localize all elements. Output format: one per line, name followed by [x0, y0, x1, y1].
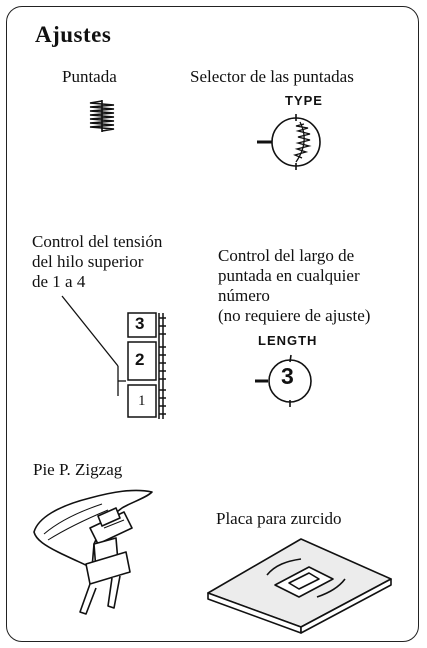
darning-plate-label: Placa para zurcido	[216, 509, 342, 528]
tension-label-line-1: Control del tensión	[32, 232, 163, 251]
dial-stitch-pattern-icon	[293, 121, 312, 163]
length-label-line-3: número	[218, 286, 270, 305]
tension-value-3: 3	[135, 314, 145, 333]
darning-plate-illustration	[207, 538, 392, 634]
length-dial[interactable]	[252, 352, 324, 410]
zigzag-stitch-icon	[89, 100, 115, 132]
length-label-line-2: puntada en cualquier	[218, 266, 360, 285]
tension-value-2: 2	[135, 350, 145, 369]
tension-pointer-line	[61, 295, 126, 396]
length-label-line-1: Control del largo de	[218, 246, 355, 265]
type-dial-caption: TYPE	[285, 93, 323, 108]
manual-panel-frame	[6, 6, 419, 642]
tension-value-1: 1	[138, 393, 146, 409]
presser-foot-label: Pie P. Zigzag	[33, 460, 123, 479]
zigzag-presser-foot-illustration	[33, 489, 153, 615]
tension-label-line-3: de 1 a 4	[32, 272, 86, 291]
stitch-label: Puntada	[62, 67, 117, 86]
length-dial-value: 3	[281, 363, 294, 389]
tension-dial-scale[interactable]: 3 2 1	[126, 312, 178, 422]
tension-label-line-2: del hilo superior	[32, 252, 144, 271]
stitch-selector-label: Selector de las puntadas	[190, 67, 354, 86]
stitch-selector-dial[interactable]	[254, 112, 326, 176]
length-dial-caption: LENGTH	[258, 333, 318, 348]
page-title: Ajustes	[35, 22, 112, 47]
length-label-line-4: (no requiere de ajuste)	[218, 306, 371, 325]
tension-scale-ticks	[127, 312, 166, 419]
